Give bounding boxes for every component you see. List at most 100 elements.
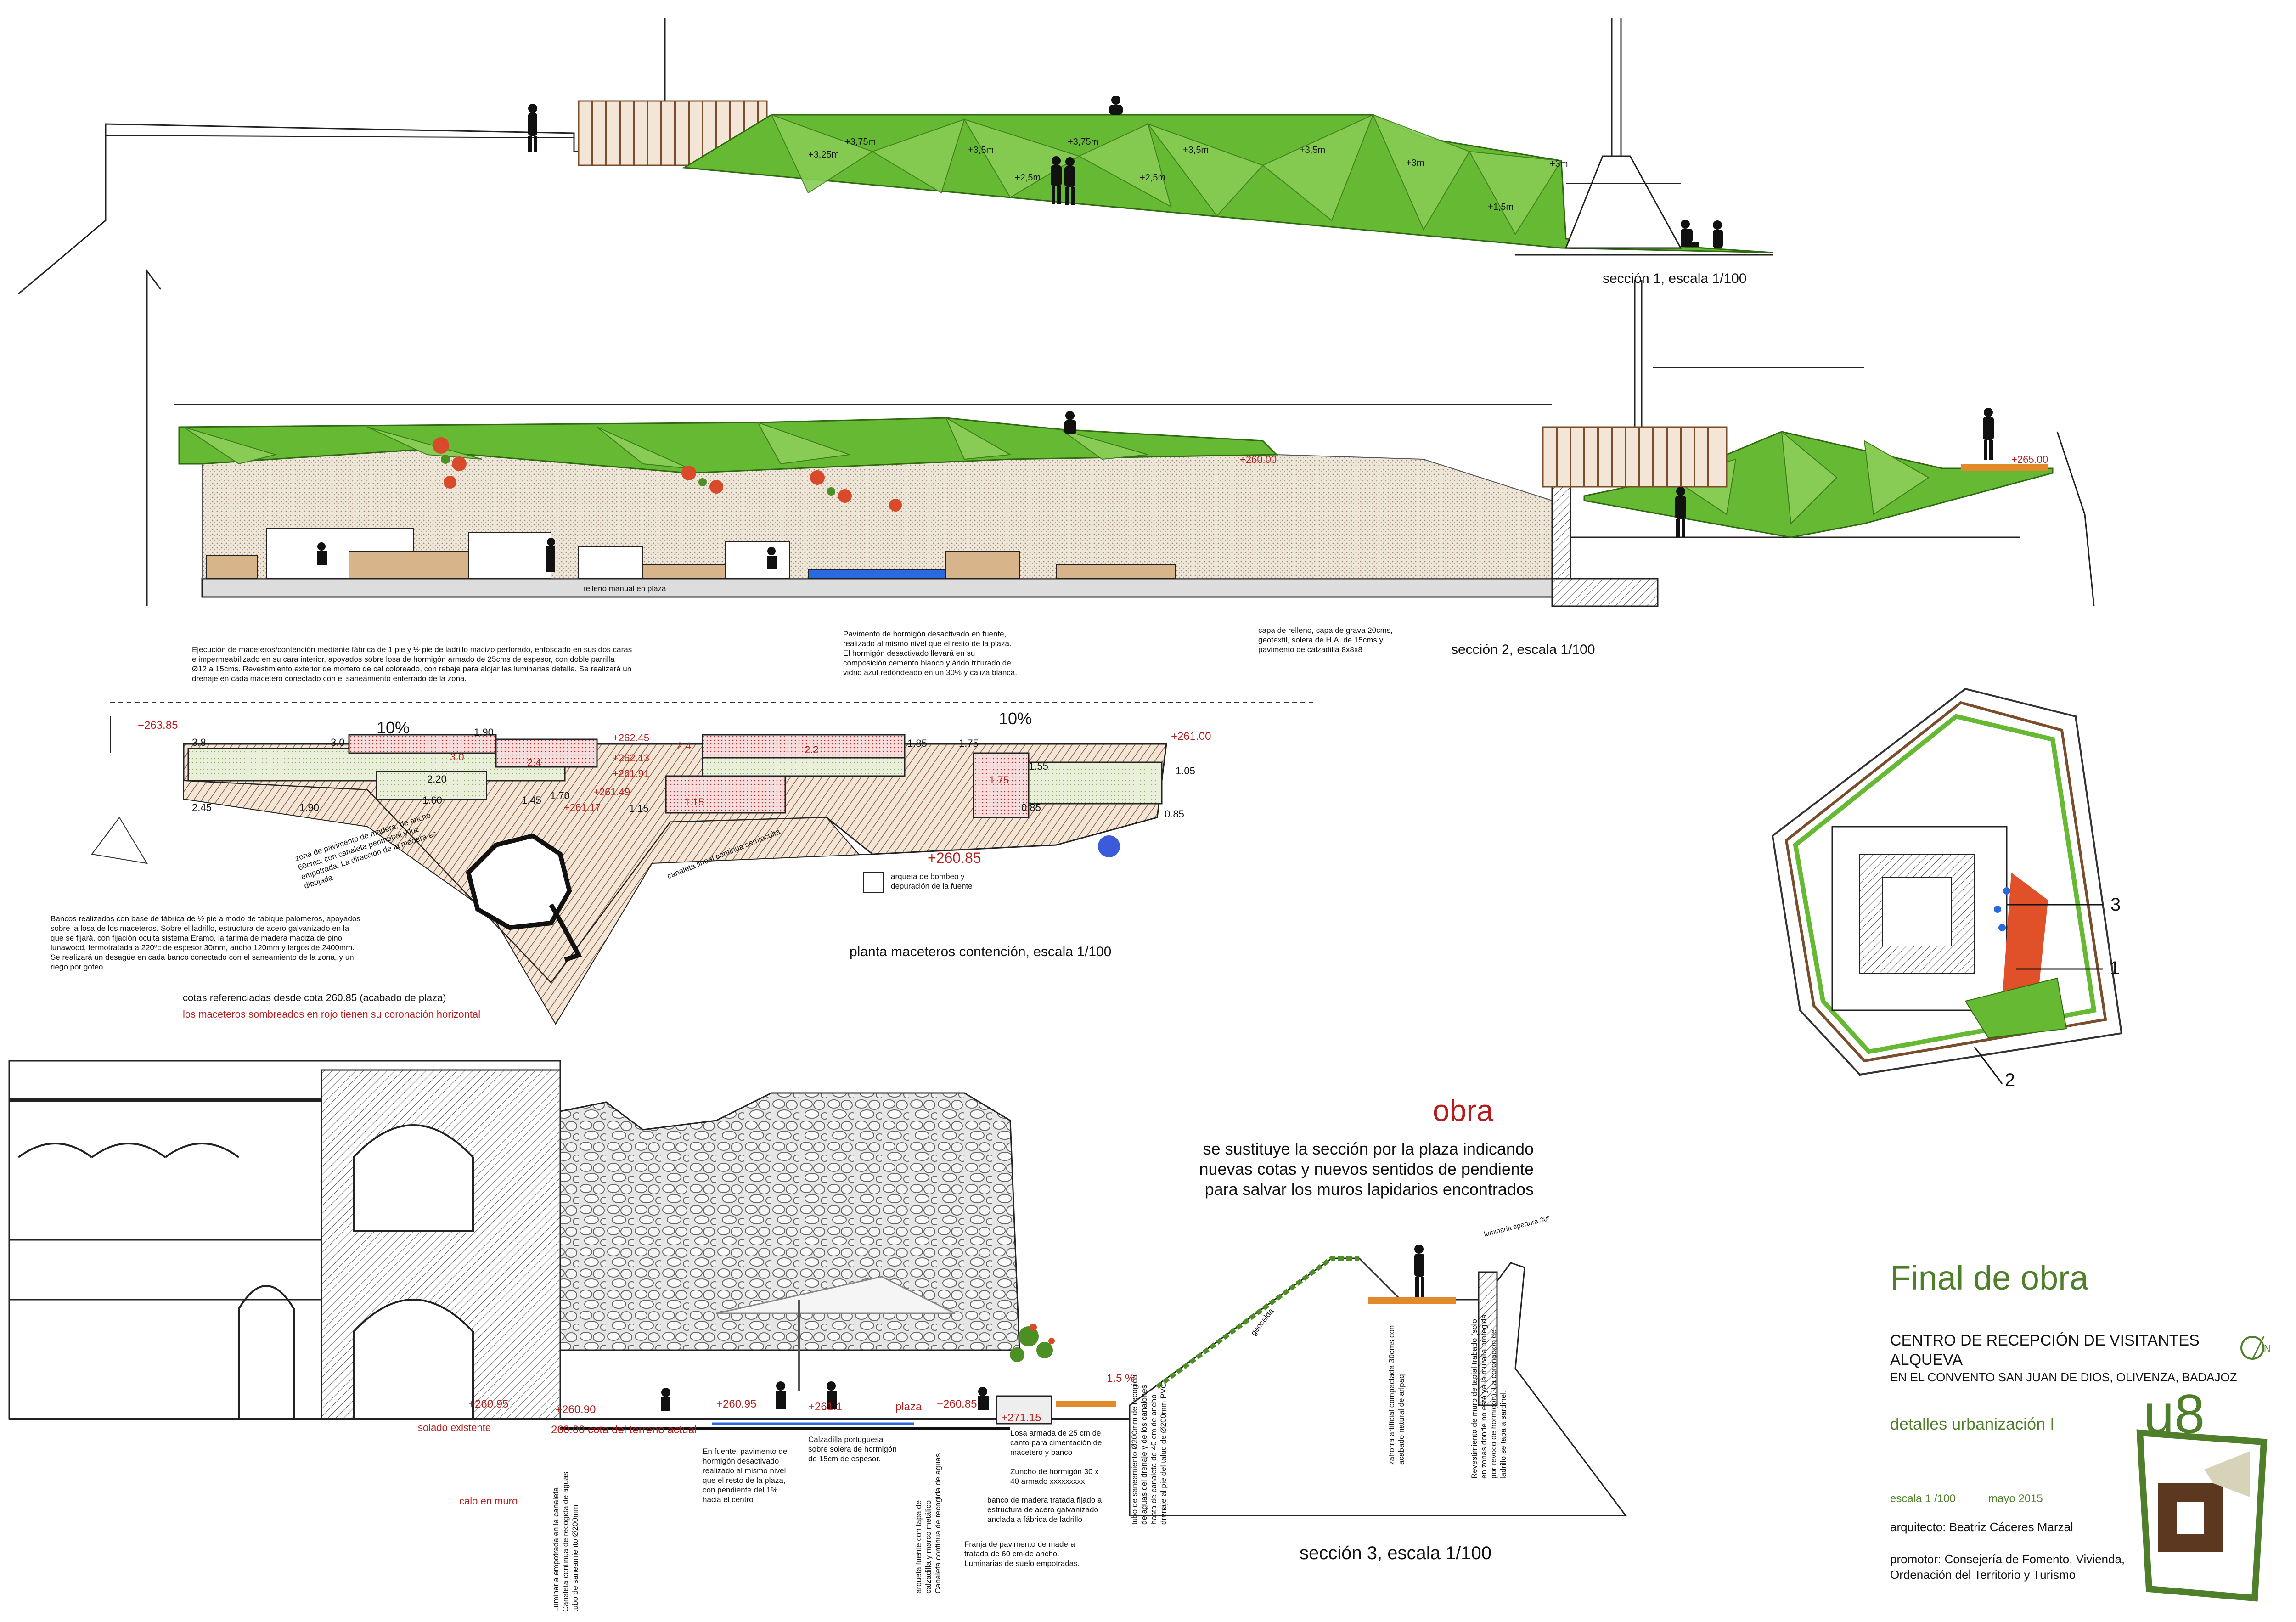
level-label: +3,5m (1183, 145, 1209, 155)
plaza-label: plaza (895, 1401, 922, 1413)
height-label: 1.70 (550, 790, 570, 801)
project-location: EN EL CONVENTO SAN JUAN DE DIOS, OLIVENZ… (1890, 1370, 2237, 1384)
obra-description: se sustituye la sección por la plaza ind… (1199, 1139, 1534, 1199)
level-label: +3,25m (808, 150, 839, 160)
level-label: +260.95 (468, 1398, 509, 1410)
sheet-code: u8 (2144, 1383, 2205, 1445)
height-label: 3.8 (192, 737, 206, 748)
section-marker-3: 3 (2110, 895, 2121, 915)
planter-construction-note: Ejecución de maceteros/contención median… (192, 645, 632, 683)
height-label: 2.4 (527, 757, 541, 768)
level-label: +2,5m (1140, 173, 1166, 183)
u8-logo (2136, 1429, 2268, 1602)
key-plan (1771, 687, 2123, 1084)
plan-title: planta maceteros contención, escala 1/10… (850, 944, 1112, 959)
level-label: +3m (1406, 158, 1424, 168)
height-label: 1.05 (1176, 765, 1195, 777)
height-label: +262.45 (613, 732, 650, 743)
height-label: +261.91 (613, 768, 650, 779)
section-2-drawing (146, 269, 2095, 607)
slope-left: 10% (377, 718, 410, 737)
obra-heading: obra (1433, 1093, 1494, 1127)
height-label: 1.75 (989, 774, 1009, 786)
level-265: +265.00 (2011, 454, 2048, 465)
slope-right: 10% (999, 709, 1032, 728)
level-label: +261.1 (808, 1401, 843, 1413)
promoter-line-1: promotor: Consejería de Fomento, Viviend… (1890, 1552, 2125, 1566)
calo-label: calo en muro (459, 1495, 518, 1507)
sheet-name: detalles urbanización I (1890, 1414, 2055, 1433)
people-section1 (528, 96, 1723, 248)
height-label: 2.4 (677, 740, 691, 752)
level-label: +3m (1550, 159, 1568, 169)
legend-box (863, 872, 884, 893)
project-name-2: ALQUEVA (1890, 1351, 1963, 1369)
benches-note: Bancos realizados con base de fábrica de… (51, 914, 360, 971)
level-label: +3,75m (1068, 137, 1099, 147)
level-261: +261.00 (1171, 730, 1211, 743)
level-263: +263.85 (138, 719, 178, 732)
date-label: mayo 2015 (1988, 1492, 2043, 1505)
height-label: 1.90 (474, 727, 494, 738)
level-label: +2,5m (1015, 173, 1041, 183)
height-label: 1.90 (299, 802, 319, 813)
vertical-note-wall: Revestimiento de muro de tapial trabado … (1470, 1314, 1508, 1479)
project-name-1: CENTRO DE RECEPCIÓN DE VISITANTES (1890, 1332, 2200, 1349)
architect-label: arquitecto: Beatriz Cáceres Marzal (1890, 1520, 2073, 1534)
level-label: +3,75m (845, 137, 876, 147)
height-label: 1.85 (907, 738, 927, 749)
level-label: +3,5m (1300, 145, 1326, 155)
planters-plan (91, 702, 1313, 1025)
promoter-line-2: Ordenación del Territorio y Turismo (1890, 1568, 2076, 1582)
terrain-level: 260.00 cota del terreno actual (551, 1424, 697, 1436)
fill-layers-note: capa de relleno, capa de grava 20cms,geo… (1258, 626, 1393, 654)
embankment (1129, 1257, 1627, 1516)
height-label: 0.85 (1165, 808, 1184, 820)
level-label: +3,5m (968, 145, 994, 155)
section-2-title: sección 2, escala 1/100 (1451, 642, 1595, 657)
section-1-drawing (18, 18, 1773, 295)
section-marker-1: 1 (2110, 958, 2120, 978)
level-label: +260.85 (937, 1398, 977, 1410)
height-label: 1.15 (684, 796, 704, 808)
height-label: +261.49 (593, 786, 630, 798)
reference-note: cotas referenciadas desde cota 260.85 (a… (183, 992, 446, 1003)
level-main: +260.85 (928, 850, 981, 866)
fill-note: relleno manual en plaza (583, 584, 666, 593)
green-slope-section2 (178, 417, 1278, 474)
north-label: N (2264, 1344, 2271, 1354)
level-260: +260.00 (1240, 454, 1277, 465)
scale-label: escala 1 /100 (1890, 1492, 1956, 1505)
red-planter-note: los maceteros sombreados en rojo tienen … (183, 1008, 481, 1020)
north-arrow-icon (2240, 1336, 2265, 1360)
level-label: +271.15 (1001, 1412, 1041, 1424)
solado-label: solado existente (418, 1422, 491, 1433)
section-marker-2: 2 (2005, 1070, 2015, 1090)
height-label: 1.60 (422, 794, 442, 806)
height-label: +262.13 (613, 752, 650, 764)
height-label: 3.0 (331, 737, 345, 748)
section-1-title: sección 1, escala 1/100 (1603, 271, 1747, 286)
level-label: +260.95 (716, 1398, 757, 1410)
stone-wall (559, 1092, 1020, 1351)
height-label: 2.20 (427, 773, 447, 785)
level-label: +260.90 (556, 1403, 596, 1416)
height-label: +261.17 (564, 802, 601, 813)
height-label: 1.55 (1029, 760, 1048, 772)
level-label: +1,5m (1488, 202, 1514, 212)
fountain-pavement-note: Pavimento de hormigón desactivado en fue… (843, 630, 1017, 677)
section-3-drawing (8, 1060, 1627, 1516)
height-label: 1.75 (959, 738, 979, 749)
slope-label: 1.5 % (1107, 1372, 1135, 1385)
